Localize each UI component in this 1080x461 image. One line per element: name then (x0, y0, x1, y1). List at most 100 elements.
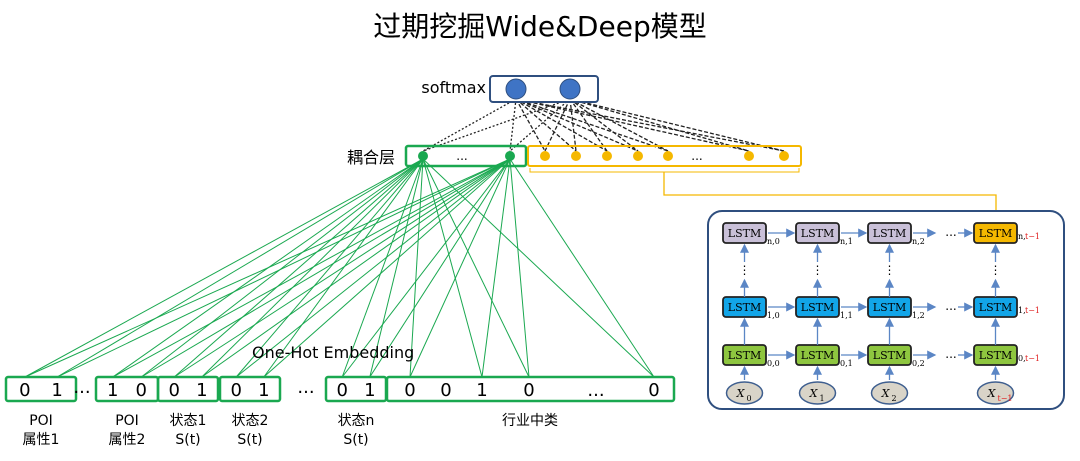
deep-edge (369, 158, 511, 378)
feature-box (218, 375, 282, 403)
feature-bit: 0 (230, 380, 241, 401)
lstm-input-var: X (736, 387, 746, 400)
lstm-vdots: ⋮ (812, 263, 824, 277)
softmax-edge (422, 98, 571, 152)
deep-edge (341, 158, 511, 378)
wide-node (779, 151, 789, 161)
deep-edge (409, 158, 511, 378)
feature-label: POI (29, 413, 53, 429)
softmax-edge (569, 98, 577, 152)
feature-gap-ellipsis-1: ... (73, 377, 90, 398)
lstm-vdots: ⋮ (739, 263, 751, 277)
deep-edge (173, 158, 424, 378)
lstm-cell-index-t: t−1 (1025, 306, 1040, 315)
lstm-cell (722, 222, 767, 244)
lstm-cell-label: LSTM (979, 227, 1012, 240)
lstm-cell (795, 222, 840, 244)
softmax-edge (515, 98, 785, 152)
lstm-cell-index: n,2 (912, 237, 925, 246)
deep-edge (56, 158, 424, 378)
lstm-vdots: ⋮ (884, 263, 896, 277)
lstm-cell-label: LSTM (728, 301, 761, 314)
deep-edge (24, 158, 511, 378)
lstm-cell-label: LSTM (801, 227, 834, 240)
lstm-cell-label: LSTM (979, 301, 1012, 314)
feature-bit: 1 (364, 380, 375, 401)
softmax-edge (544, 98, 571, 152)
lstm-cell-index: 0,0 (767, 359, 780, 368)
deep-connections (24, 158, 655, 378)
feature-box (94, 375, 160, 403)
lstm-cell-index: 0, (1018, 354, 1026, 363)
feature-sublabel: S(t) (175, 432, 200, 448)
wide-nodes (540, 151, 789, 161)
feature-label: 状态n (338, 413, 375, 429)
feature-box (156, 375, 220, 403)
wide-node (744, 151, 754, 161)
wide-node (602, 151, 612, 161)
softmax-edge (515, 98, 669, 152)
lstm-cell (867, 222, 912, 244)
lstm-cell-index: 0,2 (912, 359, 925, 368)
deep-edge (409, 158, 424, 378)
industry-bit: 1 (476, 380, 487, 401)
feature-bit: 0 (19, 380, 30, 401)
lstm-cell-label: LSTM (979, 349, 1012, 362)
lstm-cell-label: LSTM (873, 301, 906, 314)
lstm-input-node (976, 381, 1015, 405)
deep-node-ellipsis: ... (456, 149, 467, 163)
deep-part-box (404, 144, 528, 168)
lstm-cell-label: LSTM (873, 227, 906, 240)
industry-label: 行业中类 (502, 413, 558, 429)
lstm-input-sub: t−1 (998, 394, 1013, 403)
feature-bit: 1 (51, 380, 62, 401)
deep-edge (56, 158, 511, 378)
feature-label: 状态1 (170, 413, 207, 429)
lstm-cell-index-t: t−1 (1025, 232, 1040, 241)
coupling-layer-label: 耦合层 (347, 148, 395, 167)
softmax-label: softmax (421, 78, 486, 97)
lstm-connector (663, 172, 997, 222)
wide-node-ellipsis: ... (691, 149, 702, 163)
lstm-input-node (725, 381, 764, 405)
industry-bit: 0 (648, 380, 659, 401)
feature-bit: 1 (196, 380, 207, 401)
feature-bit: 1 (258, 380, 269, 401)
lstm-vdots: ⋮ (990, 263, 1002, 277)
softmax-connections (422, 98, 785, 152)
softmax-edge (515, 98, 750, 152)
feature-sublabel: S(t) (343, 432, 368, 448)
industry-box (385, 375, 676, 403)
deep-edge (141, 158, 511, 378)
wide-bracket (529, 168, 800, 173)
softmax-node-1 (505, 78, 527, 100)
deep-edge (509, 158, 530, 378)
lstm-h-ellipsis: ... (945, 299, 956, 313)
lstm-input-sub: 2 (892, 394, 897, 403)
industry-bit: 0 (404, 380, 415, 401)
lstm-input-sub: 1 (820, 394, 825, 403)
lstm-input-var: X (881, 387, 891, 400)
softmax-edge (515, 98, 546, 152)
lstm-cell-index: n, (1018, 232, 1026, 241)
softmax-edge (569, 98, 785, 152)
deep-edge (263, 158, 511, 378)
wide-node (571, 151, 581, 161)
softmax-node-2 (559, 78, 581, 100)
softmax-edge (509, 98, 517, 152)
deep-edge (341, 158, 424, 378)
deep-edge (201, 158, 511, 378)
feature-gap-ellipsis-2: ... (297, 377, 314, 398)
feature-label: 状态2 (232, 413, 269, 429)
lstm-cell-label: LSTM (873, 349, 906, 362)
lstm-cell-label: LSTM (728, 349, 761, 362)
lstm-cell-index: n,1 (840, 237, 853, 246)
deep-edge (422, 158, 483, 378)
lstm-cell-index: 1, (1018, 306, 1026, 315)
diagram-title: 过期挖掘Wide&Deep模型 (373, 10, 706, 43)
softmax-edge (515, 98, 608, 152)
feature-sublabel: 属性1 (23, 432, 60, 448)
